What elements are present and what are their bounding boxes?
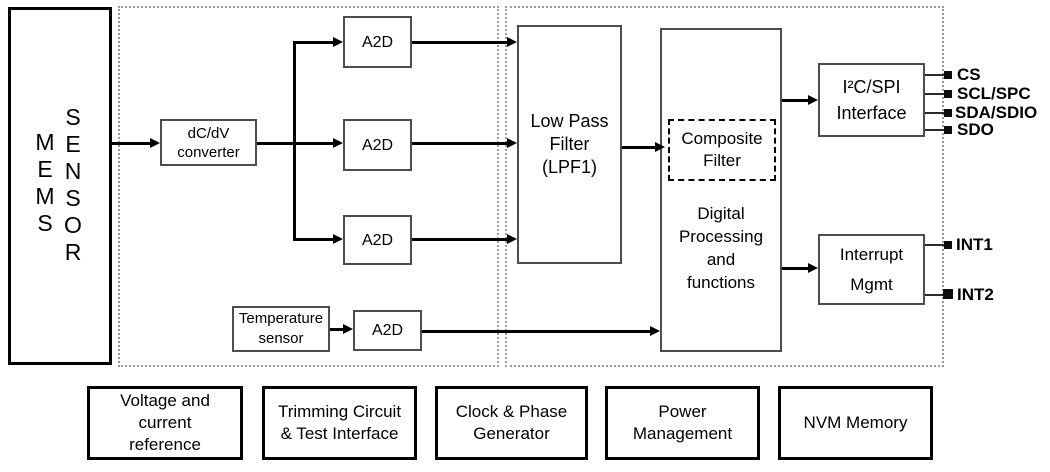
pin-label-int1: INT1 — [956, 235, 993, 254]
connector-line — [422, 330, 651, 333]
a2d-bottom-block: A2D — [343, 215, 412, 265]
connector-line — [112, 142, 151, 145]
connector-line — [782, 267, 809, 270]
pin-line — [925, 112, 946, 114]
pin-square — [944, 90, 952, 98]
low-pass-filter-block: Low Pass Filter (LPF1) — [517, 25, 622, 264]
arrowhead-icon — [650, 326, 660, 336]
pin-square — [944, 241, 952, 249]
connector-line — [622, 146, 656, 149]
branch-line — [293, 41, 296, 241]
sensor-vertical-label: S E N S O R — [64, 104, 82, 265]
analog-section-region — [118, 6, 499, 367]
arrowhead-icon — [507, 234, 517, 244]
mems-vertical-label: M E M S — [35, 129, 55, 236]
pin-label-cs: CS — [957, 65, 981, 84]
arrowhead-icon — [808, 95, 818, 105]
pin-square — [944, 126, 952, 134]
pin-label-int2: INT2 — [957, 285, 994, 304]
connector-line — [412, 41, 508, 44]
a2d-top-block: A2D — [343, 16, 412, 68]
pin-square — [943, 289, 953, 299]
digital-processing-block — [660, 28, 782, 352]
arrowhead-icon — [150, 138, 160, 148]
mems-sensor-block: M E M S S E N S O R — [8, 7, 112, 365]
arrowhead-icon — [333, 37, 343, 47]
voltage-current-reference-block: Voltage and current reference — [87, 386, 243, 460]
pin-square — [944, 109, 952, 117]
pin-line — [925, 129, 946, 131]
pin-label-sda-sdio: SDA/SDIO — [955, 103, 1038, 122]
trimming-test-interface-block: Trimming Circuit & Test Interface — [262, 386, 417, 460]
connector-line — [412, 142, 508, 145]
interrupt-mgmt-block: Interrupt Mgmt — [818, 234, 925, 305]
digital-processing-label: Digital Processing and functions — [678, 204, 764, 292]
pin-label-sdo: SDO — [957, 120, 994, 139]
connector-line — [412, 238, 508, 241]
connector-line — [257, 142, 335, 145]
connector-line — [782, 99, 809, 102]
temperature-sensor-block: Temperature sensor — [232, 306, 330, 352]
arrowhead-icon — [655, 142, 665, 152]
i2c-spi-interface-block: I²C/SPI Interface — [818, 63, 925, 137]
pin-line — [925, 74, 946, 76]
a2d-temperature-block: A2D — [353, 310, 422, 351]
digital-section-region — [505, 6, 944, 367]
connector-line — [296, 41, 334, 44]
connector-line — [330, 328, 345, 331]
arrowhead-icon — [507, 138, 517, 148]
composite-filter-block: Composite Filter — [668, 119, 776, 181]
arrowhead-icon — [343, 324, 353, 334]
a2d-mid-block: A2D — [343, 119, 412, 171]
arrowhead-icon — [333, 234, 343, 244]
pin-label-scl-spc: SCL/SPC — [957, 84, 1031, 103]
connector-line — [296, 238, 334, 241]
arrowhead-icon — [333, 138, 343, 148]
power-management-block: Power Management — [605, 386, 760, 460]
nvm-memory-block: NVM Memory — [778, 386, 933, 460]
pin-square — [944, 71, 952, 79]
dcdv-converter-block: dC/dV converter — [160, 119, 257, 166]
arrowhead-icon — [507, 37, 517, 47]
pin-line — [925, 294, 946, 296]
pin-line — [925, 93, 946, 95]
clock-phase-generator-block: Clock & Phase Generator — [435, 386, 588, 460]
pin-line — [925, 244, 946, 246]
arrowhead-icon — [808, 263, 818, 273]
